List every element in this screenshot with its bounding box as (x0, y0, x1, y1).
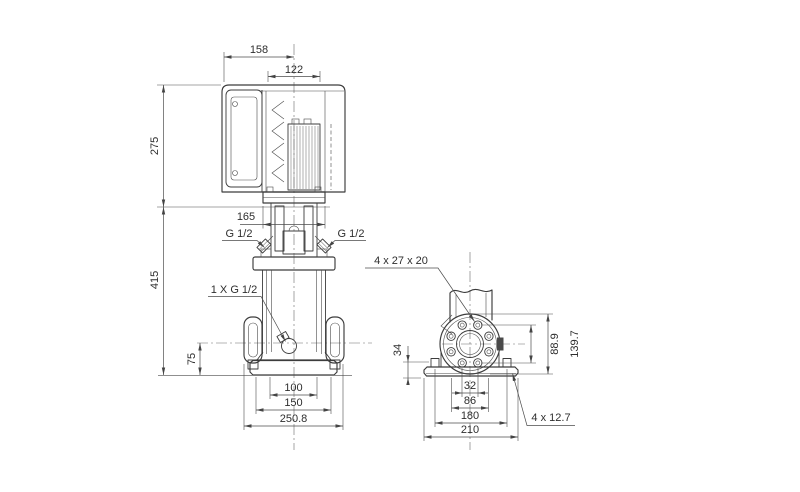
coupling-guard-left (274, 205, 285, 252)
label-base-holes: 4 x 12.7 (531, 412, 570, 424)
label-drain-port: 1 X G 1/2 (211, 284, 257, 296)
gusset (440, 314, 453, 335)
pump-column (440, 288, 493, 335)
pump-base-side (423, 352, 519, 377)
dim-motor-width: 122 (285, 64, 303, 76)
control-box-hole-bottom (232, 170, 238, 176)
pump-base-front (247, 351, 341, 376)
dim-bolt-spacing: 100 (284, 382, 302, 394)
motor-stool (262, 186, 326, 257)
dim-box-to-center: 158 (250, 44, 268, 56)
dim-chamber-width: 86 (464, 395, 476, 407)
dim-coupling-width: 165 (237, 211, 255, 223)
dim-motor-height: 275 (149, 137, 161, 155)
label-plug-right: G 1/2 (338, 228, 365, 240)
dim-coupling-diameter: 88.9 (549, 333, 561, 354)
priming-plug-left (256, 238, 272, 254)
dim-base-bolt-spacing: 180 (461, 410, 479, 422)
drain-plug (276, 331, 297, 354)
flange-tab (497, 337, 504, 351)
dim-base-width: 210 (461, 424, 479, 436)
suction-flange (243, 316, 263, 364)
coupling (282, 230, 306, 255)
control-box-hole-top (232, 101, 238, 107)
label-flange-holes: 4 x 27 x 20 (374, 255, 428, 267)
dim-pump-height: 415 (149, 271, 161, 289)
dim-port-height: 75 (186, 353, 198, 365)
dim-port-bolt-spacing: 32 (464, 380, 476, 392)
label-plug-left: G 1/2 (226, 228, 253, 240)
motor (221, 84, 346, 193)
front-view: 158 122 275 415 75 165 G 1/2 (149, 44, 372, 450)
control-box (225, 89, 263, 188)
dim-flange-diameter: 139.7 (569, 330, 581, 358)
coupling-guard-right (303, 205, 314, 252)
dim-overall-depth: 250.8 (280, 413, 308, 425)
side-dimensions: 4 x 27 x 20 34 88.9 139.7 32 (365, 255, 581, 441)
dim-base-height: 34 (392, 344, 404, 356)
motor-fin-block (287, 118, 321, 191)
dim-base-length: 150 (284, 397, 302, 409)
discharge-flange (325, 316, 345, 364)
pump-head-flange (252, 248, 336, 271)
flange-foot-right (329, 359, 341, 370)
side-view: 4 x 27 x 20 34 88.9 139.7 32 (365, 252, 581, 450)
foot-bolt-left (430, 358, 440, 368)
fan-cover-fins (271, 100, 285, 183)
front-dimensions: 158 122 275 415 75 165 G 1/2 (149, 44, 366, 430)
